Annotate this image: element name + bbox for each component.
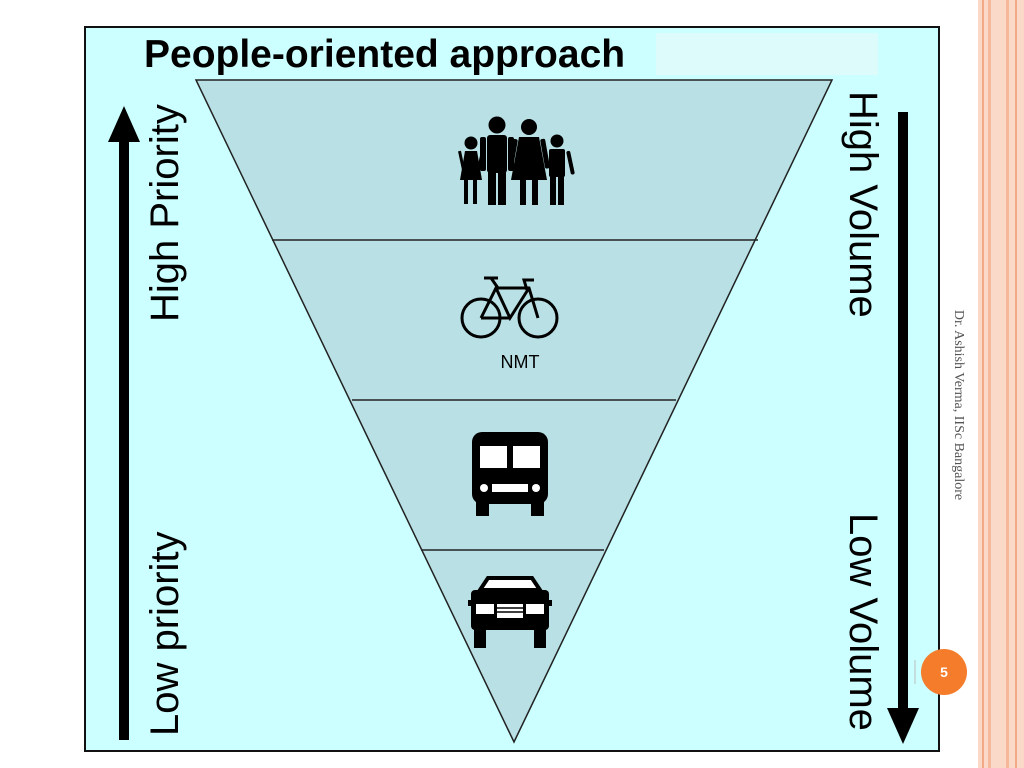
people-family-icon [458,116,575,205]
decorative-stripe [1006,0,1009,768]
inverted-triangle [194,79,834,744]
arrow-down-icon [887,112,919,744]
arrow-up-icon [108,106,140,740]
nmt-caption: NMT [500,352,540,372]
low-volume-label: Low Volume [841,513,885,731]
slide-title: People-oriented approach [144,33,626,76]
decorative-stripe [988,0,991,768]
bus-icon [472,432,548,516]
decorative-stripe [982,0,984,768]
low-priority-label: Low priority [143,531,187,736]
decorative-stripe [1015,0,1017,768]
page-number-badge: 5 [921,649,967,695]
high-priority-label: High Priority [143,104,187,322]
high-volume-label: High Volume [841,91,885,318]
author-credit: Dr. Ashish Verma, IISc Bangalore [951,309,966,501]
bicycle-icon [460,276,559,339]
car-icon [468,576,552,648]
title-mask [656,33,878,75]
